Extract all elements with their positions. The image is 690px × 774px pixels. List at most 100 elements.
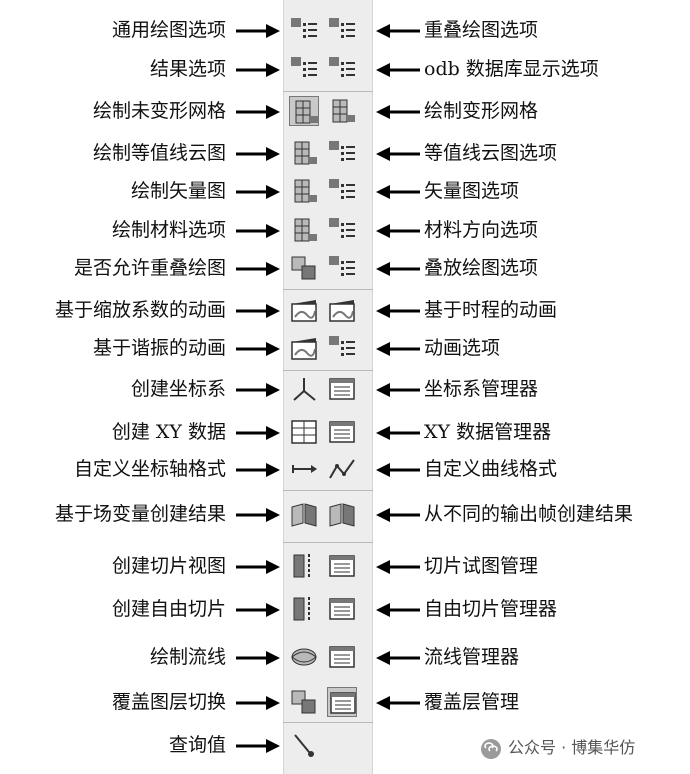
toolbox-row: 绘制等值线云图 等值线云图选项	[0, 135, 690, 171]
right-label: 绘制变形网格	[424, 100, 539, 122]
left-arrow-icon	[376, 261, 420, 276]
create-free-cut-icon[interactable]	[289, 594, 319, 624]
plot-stream-icon[interactable]	[289, 642, 319, 672]
separator	[283, 289, 373, 290]
right-label: 坐标系管理器	[424, 378, 539, 400]
toolbox-row: 绘制矢量图矢量图选项	[0, 173, 690, 209]
toolbox-row: 是否允许重叠绘图 叠放绘图选项	[0, 250, 690, 286]
left-label: 创建 XY 数据	[111, 421, 226, 443]
csys-manager-icon[interactable]	[327, 374, 357, 404]
right-label: 动画选项	[424, 337, 501, 359]
right-arrow-icon	[236, 462, 280, 477]
cut-view-manager-icon[interactable]	[327, 551, 357, 581]
right-label: 等值线云图选项	[424, 142, 558, 164]
undeformed-mesh-icon[interactable]	[289, 96, 319, 126]
material-orientation-plot-icon[interactable]	[289, 215, 319, 245]
field-variable-result-icon[interactable]	[289, 499, 319, 529]
left-arrow-icon	[376, 602, 420, 617]
result-options-icon[interactable]	[289, 54, 319, 84]
odb-display-options-icon[interactable]	[327, 54, 357, 84]
toolbox-row: 通用绘图选项重叠绘图选项	[0, 12, 690, 48]
frame-result-icon[interactable]	[327, 499, 357, 529]
left-arrow-icon	[376, 341, 420, 356]
left-label: 创建切片视图	[111, 555, 226, 577]
overlay-layer-toggle-icon[interactable]	[289, 687, 319, 717]
right-arrow-icon	[236, 223, 280, 238]
curve-format-icon[interactable]	[327, 454, 357, 484]
left-arrow-icon	[376, 303, 420, 318]
right-arrow-icon	[236, 507, 280, 522]
contour-plot-icon[interactable]	[289, 138, 319, 168]
right-label: 切片试图管理	[424, 555, 539, 577]
time-history-animation-icon[interactable]	[327, 295, 357, 325]
scale-factor-animation-icon[interactable]	[289, 295, 319, 325]
overlay-layer-manager-icon[interactable]	[327, 687, 357, 717]
toolbox-row: 绘制未变形网格 绘制变形网格	[0, 93, 690, 129]
separator	[283, 722, 373, 723]
right-arrow-icon	[236, 303, 280, 318]
right-arrow-icon	[236, 738, 280, 753]
free-cut-manager-icon[interactable]	[327, 594, 357, 624]
toolbox-row: 查询值	[0, 727, 690, 763]
vector-options-icon[interactable]	[327, 176, 357, 206]
stream-manager-icon[interactable]	[327, 642, 357, 672]
right-label: 基于时程的动画	[424, 299, 558, 321]
create-xy-data-icon[interactable]	[289, 417, 319, 447]
toolbox-row: 绘制材料选项 材料方向选项	[0, 212, 690, 248]
left-label: 覆盖图层切换	[111, 691, 226, 713]
toolbox-row: 覆盖图层切换覆盖层管理	[0, 684, 690, 720]
separator	[283, 490, 373, 491]
animation-options-icon[interactable]	[327, 333, 357, 363]
left-label: 绘制等值线云图	[92, 142, 226, 164]
left-arrow-icon	[376, 425, 420, 440]
left-label: 绘制矢量图	[130, 180, 226, 202]
right-arrow-icon	[236, 104, 280, 119]
right-arrow-icon	[236, 23, 280, 38]
material-orientation-options-icon[interactable]	[327, 215, 357, 245]
deformed-mesh-icon[interactable]	[327, 96, 357, 126]
toolbox-row: 基于谐振的动画动画选项	[0, 330, 690, 366]
right-arrow-icon	[236, 650, 280, 665]
left-label: 创建坐标系	[130, 378, 226, 400]
toolbox-row: 自定义坐标轴格式自定义曲线格式	[0, 451, 690, 487]
create-cut-view-icon[interactable]	[289, 551, 319, 581]
left-arrow-icon	[376, 695, 420, 710]
left-arrow-icon	[376, 184, 420, 199]
toolbox-row: 创建切片视图 切片试图管理	[0, 548, 690, 584]
left-arrow-icon	[376, 507, 420, 522]
left-arrow-icon	[376, 559, 420, 574]
allow-overlay-plot-icon[interactable]	[289, 253, 319, 283]
overlay-plot-options-icon[interactable]	[327, 15, 357, 45]
separator	[283, 91, 373, 92]
right-arrow-icon	[236, 602, 280, 617]
right-label: 材料方向选项	[424, 219, 539, 241]
left-arrow-icon	[376, 146, 420, 161]
overlay-options-icon[interactable]	[327, 253, 357, 283]
wechat-logo-icon	[480, 738, 502, 760]
harmonic-animation-icon[interactable]	[289, 333, 319, 363]
contour-options-icon[interactable]	[327, 138, 357, 168]
axis-format-icon[interactable]	[289, 454, 319, 484]
query-value-icon[interactable]	[289, 730, 319, 760]
left-label: 绘制未变形网格	[92, 100, 226, 122]
left-label: 是否允许重叠绘图	[73, 257, 226, 279]
toolbox-row: 基于缩放系数的动画基于时程的动画	[0, 292, 690, 328]
create-csys-icon[interactable]	[289, 374, 319, 404]
left-label: 自定义坐标轴格式	[73, 458, 226, 480]
vector-plot-icon[interactable]	[289, 176, 319, 206]
xy-data-manager-icon[interactable]	[327, 417, 357, 447]
left-arrow-icon	[376, 462, 420, 477]
right-arrow-icon	[236, 425, 280, 440]
right-arrow-icon	[236, 261, 280, 276]
right-arrow-icon	[236, 184, 280, 199]
common-plot-options-icon[interactable]	[289, 15, 319, 45]
left-label: 基于场变量创建结果	[54, 503, 226, 525]
left-label: 结果选项	[149, 58, 226, 80]
left-arrow-icon	[376, 650, 420, 665]
toolbox-row: 基于场变量创建结果从不同的输出帧创建结果	[0, 496, 690, 532]
right-arrow-icon	[236, 559, 280, 574]
right-label: 叠放绘图选项	[424, 257, 539, 279]
left-label: 绘制材料选项	[111, 219, 226, 241]
